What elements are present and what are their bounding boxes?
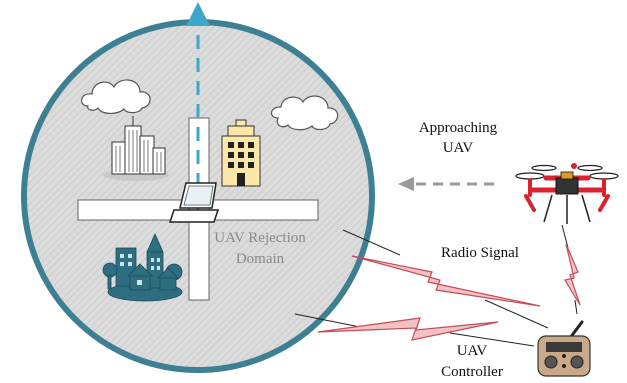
radio-signal-bolt (317, 243, 581, 341)
approaching-label-line1: Approaching (419, 120, 498, 136)
quadcopter-icon (515, 163, 619, 224)
radio-signal-label: Radio Signal (441, 245, 519, 261)
laptop-icon (168, 182, 220, 223)
houses-icon (102, 233, 183, 302)
remote-controller-icon (537, 320, 591, 377)
signal-path-lines (294, 224, 578, 347)
skyscraper-cluster-icon (103, 116, 169, 181)
controller-label-line2: Controller (441, 364, 503, 380)
approaching-label-line2: UAV (443, 140, 474, 156)
office-building-icon (221, 119, 261, 187)
cloud-icon (271, 95, 339, 131)
cloud-icon (81, 79, 151, 114)
domain-label-line1: UAV Rejection (214, 230, 306, 246)
approach-arrow (398, 177, 494, 191)
controller-label-line1: UAV (457, 343, 488, 359)
domain-label-line2: Domain (236, 251, 285, 267)
